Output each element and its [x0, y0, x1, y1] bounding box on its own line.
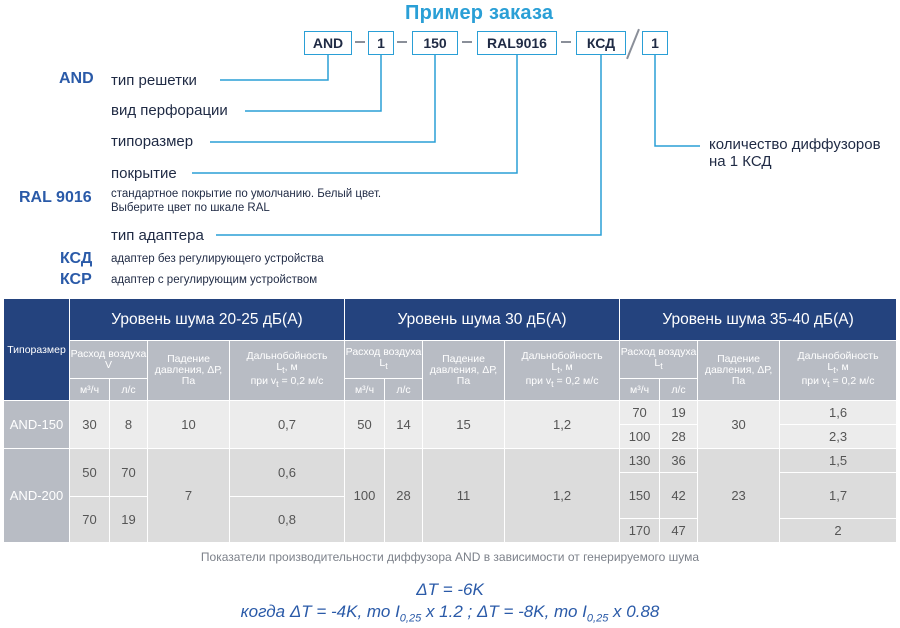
code-separator [397, 41, 407, 43]
table-cell: 50 [69, 448, 110, 497]
table-cell: 8 [109, 400, 148, 449]
code-box-coating: RAL9016 [477, 31, 557, 55]
unit-m3h: м³/ч [619, 378, 661, 401]
table-cell: 47 [659, 518, 699, 543]
code-separator [462, 41, 472, 43]
unit-ls: л/с [109, 378, 148, 401]
code-box-size: 150 [412, 31, 458, 55]
table-cell: 2 [779, 518, 898, 543]
code-box-quantity: 1 [642, 31, 668, 55]
table-cell: 0,8 [229, 496, 345, 543]
key-and: AND [59, 70, 94, 87]
code-slash [626, 28, 640, 60]
label-adapter-type: тип адаптера [111, 227, 204, 244]
table-cell: 2,3 [779, 424, 898, 449]
table-cell: 14 [384, 400, 423, 449]
table-cell: 0,6 [229, 448, 345, 497]
unit-ls: л/с [659, 378, 699, 401]
code-box-perforation: 1 [368, 31, 394, 55]
table-cell: 28 [384, 448, 423, 543]
ral-description-2: Выберите цвет по шкале RAL [111, 202, 270, 214]
table-cell: 70 [109, 448, 148, 497]
table-cell: 11 [422, 448, 505, 543]
label-quantity-2: на 1 КСД [709, 153, 772, 170]
code-box-adapter: КСД [576, 31, 626, 55]
table-cell: 1,7 [779, 472, 898, 519]
label-quantity-1: количество диффузоров [709, 136, 881, 153]
table-cell: 1,6 [779, 400, 898, 425]
table-cell: 50 [344, 400, 385, 449]
table-cell: 30 [69, 400, 110, 449]
ral-description-1: стандартное покрытие по умолчанию. Белый… [111, 188, 382, 200]
header-pressure-3: Падение давления, ΔР, Па [697, 340, 781, 401]
table-cell: 36 [659, 448, 699, 473]
header-band-2: Уровень шума 30 дБ(А) [343, 298, 621, 341]
header-pressure-1: Падение давления, ΔР, Па [147, 340, 230, 401]
table-cell: 0,7 [229, 400, 345, 449]
ksd-description: адаптер без регулирующего устройства [111, 253, 324, 265]
table-row: AND-200 50 70 7 0,6 100 28 11 1,2 130 36… [3, 448, 898, 543]
order-example-title: Пример заказа [405, 2, 554, 24]
table-cell: 100 [619, 424, 661, 449]
formula-delta-t: ΔT = -6K [416, 580, 484, 599]
unit-m3h: м³/ч [344, 378, 385, 401]
table-row: 150 42 1,7 [4, 472, 898, 519]
ksr-description: адаптер с регулирующим устройством [111, 274, 318, 286]
header-band-1: Уровень шума 20-25 дБ(А) [69, 298, 345, 341]
table-row: 70 19 0,8 [4, 496, 897, 543]
code-separator [355, 41, 365, 43]
label-size: типоразмер [111, 133, 194, 150]
performance-table: Типоразмер Уровень шума 20-25 дБ(А) Уров… [3, 298, 898, 543]
table-cell: 150 [619, 472, 661, 519]
table-cell: 19 [659, 400, 699, 425]
formula-corrections: когда ΔT = -4K, то I0,25 x 1.2 ; ΔT = -8… [240, 602, 660, 625]
table-caption: Показатели производительности диффузора … [200, 550, 700, 564]
row-label-and150: AND-150 [3, 400, 70, 449]
key-ksd: КСД [60, 250, 93, 267]
row-label-and200: AND-200 [3, 448, 70, 543]
table-cell: 30 [697, 400, 781, 449]
table-cell: 19 [109, 496, 148, 543]
header-tipo: Типоразмер [3, 298, 70, 401]
table-row: AND-150 30 8 10 0,7 50 14 15 1,2 70 19 3… [3, 400, 898, 449]
table-cell: 70 [69, 496, 110, 543]
header-band-3: Уровень шума 35-40 дБ(А) [619, 298, 898, 341]
label-perforation: вид перфорации [111, 102, 228, 119]
code-box-and: AND [304, 31, 352, 55]
table-cell: 130 [619, 448, 661, 473]
code-separator [561, 41, 571, 43]
table-cell: 70 [619, 400, 661, 425]
key-ral: RAL 9016 [19, 189, 92, 206]
table-cell: 28 [659, 424, 699, 449]
table-row: 100 28 2,3 [4, 424, 898, 449]
unit-ls: л/с [384, 378, 423, 401]
table-cell: 1,2 [503, 400, 621, 449]
label-grille-type: тип решетки [111, 72, 197, 89]
header-pressure-2: Падение давления, ΔР, Па [422, 340, 505, 401]
table-cell: 23 [697, 448, 781, 543]
table-cell: 7 [147, 448, 230, 543]
table-cell: 170 [619, 518, 661, 543]
table-cell: 100 [344, 448, 385, 543]
table-cell: 15 [422, 400, 505, 449]
table-cell: 10 [147, 400, 230, 449]
unit-m3h: м³/ч [69, 378, 110, 401]
key-ksr: КСР [60, 271, 92, 288]
table-cell: 1,2 [503, 448, 621, 543]
table-cell: 42 [659, 472, 699, 519]
label-coating: покрытие [111, 165, 177, 182]
table-cell: 1,5 [779, 448, 898, 473]
